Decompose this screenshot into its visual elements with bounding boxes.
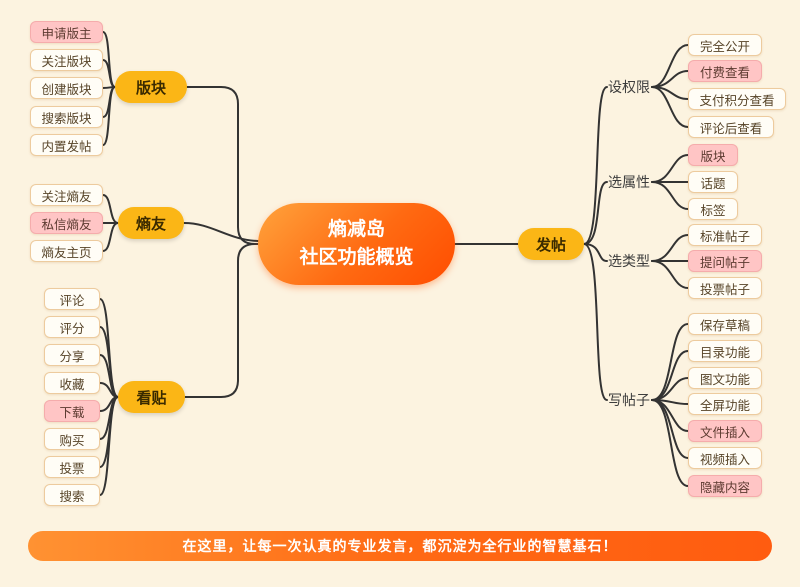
node-apply-moderator: 申请版主 — [30, 21, 103, 43]
node-create-board: 创建版块 — [30, 77, 103, 99]
branch-view-posts: 看贴 — [118, 381, 185, 413]
node-toc-feature: 目录功能 — [688, 340, 762, 362]
node-download: 下载 — [44, 400, 100, 422]
node-fully-public: 完全公开 — [688, 34, 762, 56]
node-favorite: 收藏 — [44, 372, 100, 394]
center-topic: 熵减岛 社区功能概览 — [258, 203, 455, 285]
node-follow-board: 关注版块 — [30, 49, 103, 71]
branch-boards: 版块 — [115, 71, 187, 103]
node-builtin-posting: 内置发帖 — [30, 134, 103, 156]
sublabel-set-permissions: 设权限 — [608, 79, 650, 95]
sublabel-choose-type: 选类型 — [608, 253, 650, 269]
sublabel-choose-attributes: 选属性 — [608, 174, 650, 190]
node-file-insert: 文件插入 — [688, 420, 762, 442]
node-fullscreen-feature: 全屏功能 — [688, 393, 762, 415]
node-rate: 评分 — [44, 316, 100, 338]
node-standard-post: 标准帖子 — [688, 224, 762, 246]
branch-post: 发帖 — [518, 228, 584, 260]
node-points-view: 支付积分查看 — [688, 88, 786, 110]
connector-group — [99, 31, 689, 496]
node-message-friend: 私信熵友 — [30, 212, 103, 234]
node-tag: 标签 — [688, 198, 738, 220]
node-paid-view: 付费查看 — [688, 60, 762, 82]
node-search: 搜索 — [44, 484, 100, 506]
node-hidden-content: 隐藏内容 — [688, 475, 762, 497]
node-question-post: 提问帖子 — [688, 250, 762, 272]
node-video-insert: 视频插入 — [688, 447, 762, 469]
node-save-draft: 保存草稿 — [688, 313, 762, 335]
node-share: 分享 — [44, 344, 100, 366]
node-vote: 投票 — [44, 456, 100, 478]
node-view-after-comment: 评论后查看 — [688, 116, 774, 138]
node-friend-homepage: 熵友主页 — [30, 240, 103, 262]
node-follow-friend: 关注熵友 — [30, 184, 103, 206]
node-poll-post: 投票帖子 — [688, 277, 762, 299]
footer-banner: 在这里，让每一次认真的专业发言，都沉淀为全行业的智慧基石！ — [28, 531, 772, 561]
node-richtext-feature: 图文功能 — [688, 367, 762, 389]
node-topic: 话题 — [688, 171, 738, 193]
node-purchase: 购买 — [44, 428, 100, 450]
center-topic-line1: 熵减岛 — [327, 218, 385, 240]
sublabel-write-post: 写帖子 — [608, 392, 650, 408]
node-search-board: 搜索版块 — [30, 106, 103, 128]
center-topic-line2: 社区功能概览 — [299, 247, 414, 268]
branch-friends: 熵友 — [118, 207, 184, 239]
node-board: 版块 — [688, 144, 738, 166]
node-comment: 评论 — [44, 288, 100, 310]
